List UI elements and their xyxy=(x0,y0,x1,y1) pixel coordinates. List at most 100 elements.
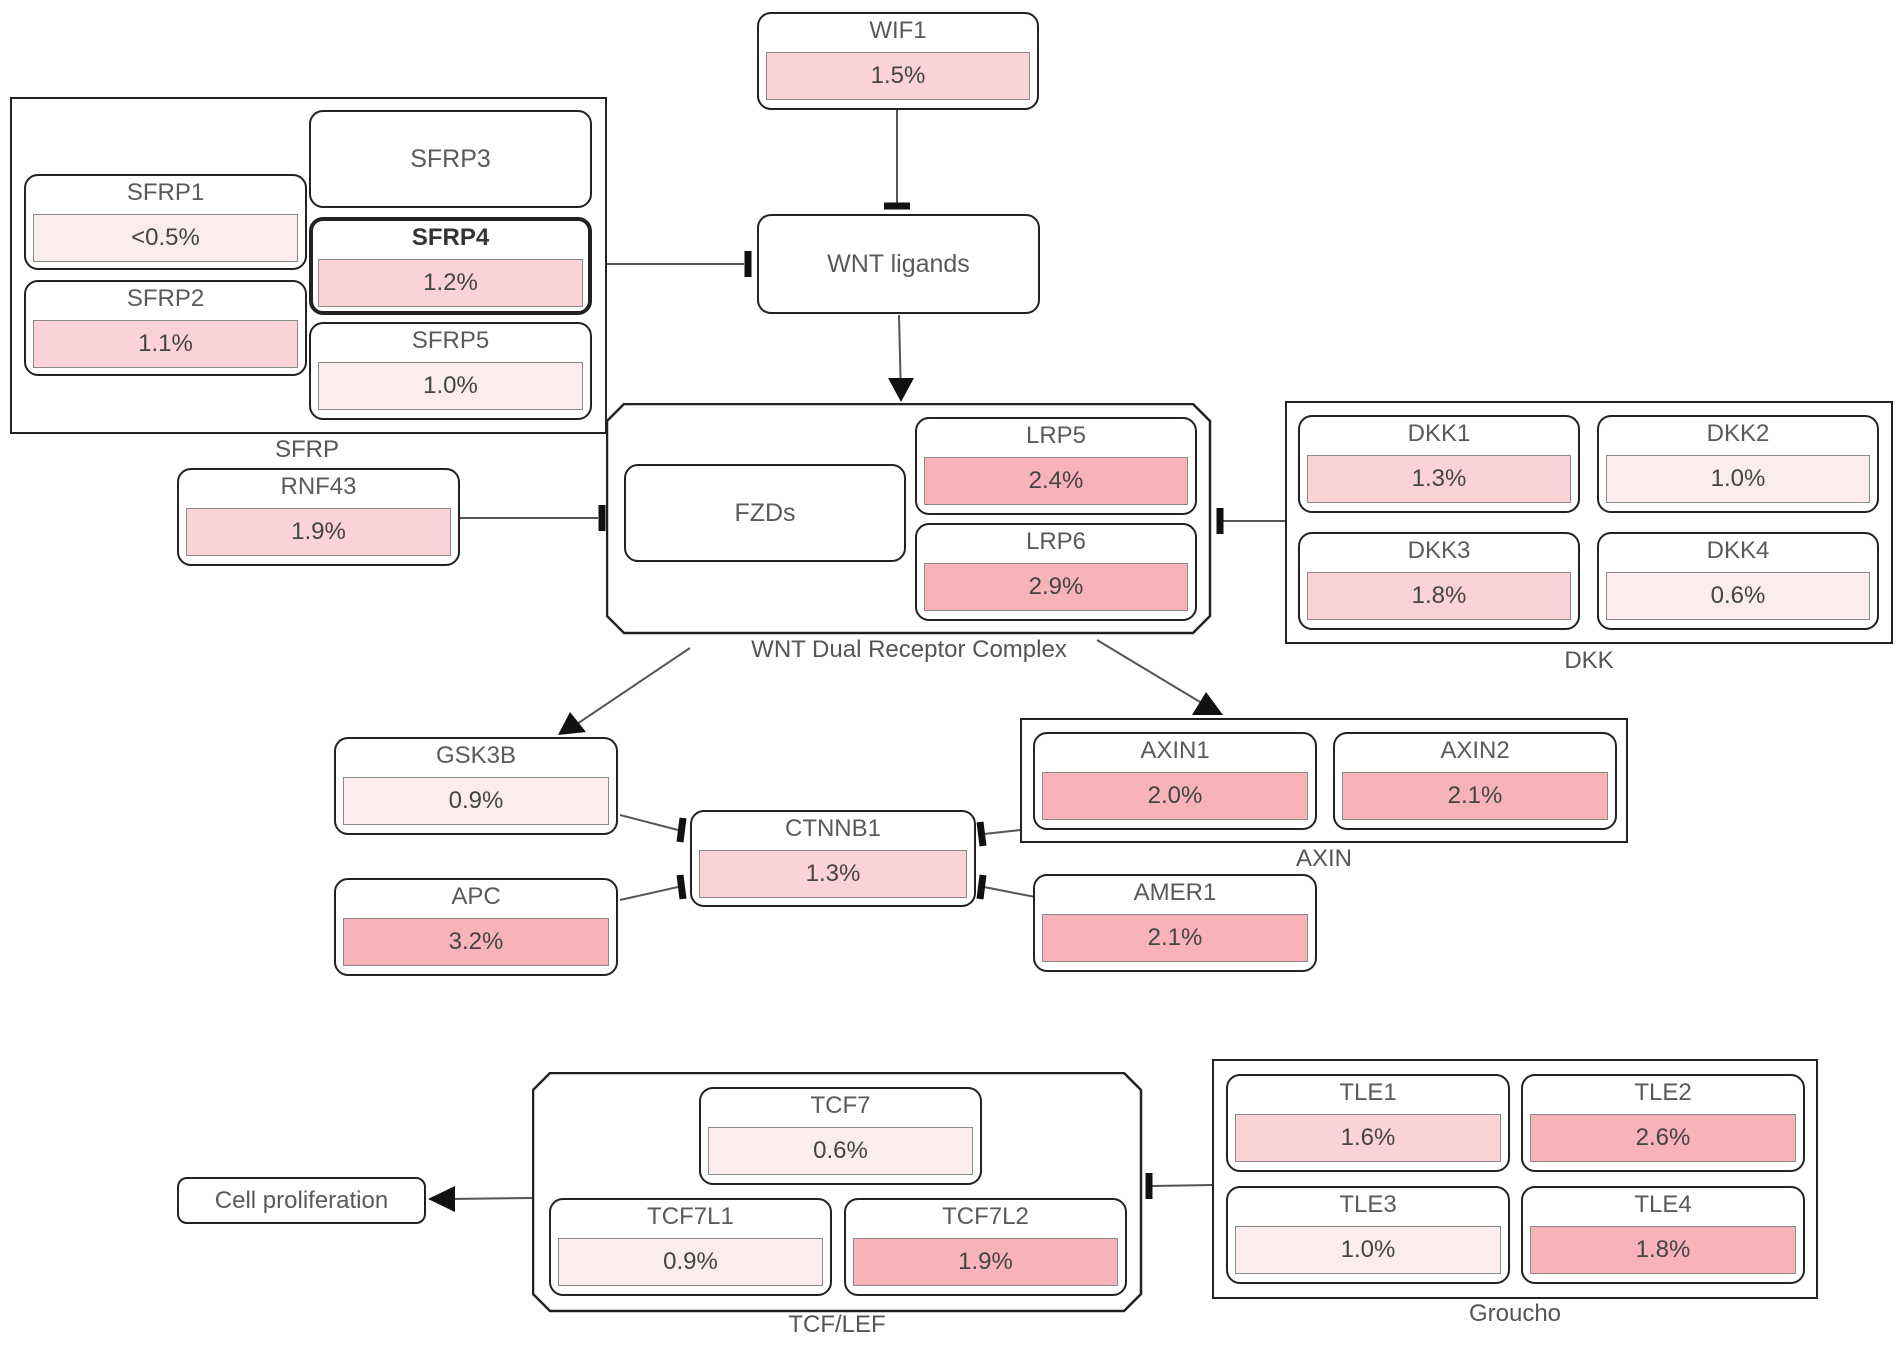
label-sfrp1: SFRP1 xyxy=(126,179,205,206)
group-label-sfrp: SFRP xyxy=(274,436,340,463)
percent-tle3: 1.0% xyxy=(1235,1226,1501,1274)
percent-sfrp5: 1.0% xyxy=(318,362,583,410)
percent-axin2: 2.1% xyxy=(1342,772,1608,820)
label-wif1: WIF1 xyxy=(869,17,927,44)
node-wnt[interactable]: WNT ligands xyxy=(757,214,1040,314)
node-axin1[interactable]: AXIN1 2.0% xyxy=(1033,732,1317,830)
link-gsk3b-ctnnb1 xyxy=(619,814,679,831)
node-tcf7[interactable]: TCF7 0.6% xyxy=(699,1087,982,1185)
arrow-receptor xyxy=(888,378,914,402)
percent-gsk3b: 0.9% xyxy=(343,777,609,825)
label-tcf7l1: TCF7L1 xyxy=(647,1203,734,1230)
node-amer1[interactable]: AMER1 2.1% xyxy=(1033,874,1317,972)
label-tcf7l2: TCF7L2 xyxy=(942,1203,1029,1230)
percent-rnf43: 1.9% xyxy=(186,508,451,556)
label-ctnnb1: CTNNB1 xyxy=(784,815,881,842)
percent-lrp6: 2.9% xyxy=(924,563,1188,611)
group-receptor-complex xyxy=(606,403,1212,635)
arrow-axin xyxy=(1192,692,1223,715)
node-apc[interactable]: APC 3.2% xyxy=(334,878,618,976)
label-sfrp3: SFRP3 xyxy=(410,144,491,173)
group-label-axin: AXIN xyxy=(1295,845,1353,872)
label-cellprol: Cell proliferation xyxy=(214,1186,389,1214)
node-lrp6[interactable]: LRP6 2.9% xyxy=(915,523,1197,621)
percent-ctnnb1: 1.3% xyxy=(699,850,967,898)
label-tle4: TLE4 xyxy=(1634,1191,1692,1218)
label-tle3: TLE3 xyxy=(1339,1191,1397,1218)
label-apc: APC xyxy=(451,883,501,910)
label-axin2: AXIN2 xyxy=(1440,737,1510,764)
percent-wif1: 1.5% xyxy=(766,52,1030,100)
link-groucho-tcf xyxy=(1151,1184,1213,1187)
label-sfrp4: SFRP4 xyxy=(411,224,490,251)
percent-lrp5: 2.4% xyxy=(924,457,1188,505)
node-axin2[interactable]: AXIN2 2.1% xyxy=(1333,732,1617,830)
node-dkk4[interactable]: DKK4 0.6% xyxy=(1597,532,1879,630)
group-axin xyxy=(1020,718,1628,843)
label-axin1: AXIN1 xyxy=(1140,737,1210,764)
label-dkk3: DKK3 xyxy=(1407,537,1471,564)
node-tle2[interactable]: TLE2 2.6% xyxy=(1521,1074,1805,1172)
link-amer1-ctnnb1 xyxy=(983,886,1036,898)
percent-dkk2: 1.0% xyxy=(1606,455,1870,503)
node-sfrp1[interactable]: SFRP1 <0.5% xyxy=(24,174,307,270)
group-label-tcflef: TCF/LEF xyxy=(788,1311,886,1338)
label-sfrp5: SFRP5 xyxy=(411,327,490,354)
percent-tle2: 2.6% xyxy=(1530,1114,1796,1162)
label-dkk4: DKK4 xyxy=(1706,537,1770,564)
link-receptor-gsk3b xyxy=(567,647,691,731)
label-lrp6: LRP6 xyxy=(1025,528,1087,555)
node-tle3[interactable]: TLE3 1.0% xyxy=(1226,1186,1510,1284)
label-tle2: TLE2 xyxy=(1634,1079,1692,1106)
group-label-groucho: Groucho xyxy=(1468,1300,1562,1327)
node-sfrp3[interactable]: SFRP3 xyxy=(309,110,592,208)
label-tle1: TLE1 xyxy=(1339,1079,1397,1106)
label-sfrp2: SFRP2 xyxy=(126,285,205,312)
node-sfrp5[interactable]: SFRP5 1.0% xyxy=(309,322,592,420)
label-wnt: WNT ligands xyxy=(827,249,970,278)
node-cellprol[interactable]: Cell proliferation xyxy=(177,1177,426,1224)
node-ctnnb1[interactable]: CTNNB1 1.3% xyxy=(690,810,976,907)
inhibit-bar-ctnnb1-tl xyxy=(676,817,687,843)
node-fzds[interactable]: FZDs xyxy=(624,464,906,562)
link-receptor-axin xyxy=(1096,639,1206,706)
percent-axin1: 2.0% xyxy=(1042,772,1308,820)
inhibit-bar-ctnnb1-tr xyxy=(976,821,987,847)
label-amer1: AMER1 xyxy=(1133,879,1217,906)
node-tle1[interactable]: TLE1 1.6% xyxy=(1226,1074,1510,1172)
percent-amer1: 2.1% xyxy=(1042,914,1308,962)
inhibit-bar-ctnnb1-br xyxy=(976,874,987,900)
percent-dkk1: 1.3% xyxy=(1307,455,1571,503)
label-rnf43: RNF43 xyxy=(280,473,357,500)
group-label-dkk: DKK xyxy=(1564,647,1614,674)
label-lrp5: LRP5 xyxy=(1025,422,1087,449)
percent-tle4: 1.8% xyxy=(1530,1226,1796,1274)
node-tcf7l2[interactable]: TCF7L2 1.9% xyxy=(844,1198,1127,1296)
percent-tcf7: 0.6% xyxy=(708,1127,973,1175)
percent-sfrp1: <0.5% xyxy=(33,214,298,262)
group-sfrp xyxy=(10,97,607,434)
label-fzds: FZDs xyxy=(734,498,796,527)
label-tcf7: TCF7 xyxy=(810,1092,871,1119)
percent-apc: 3.2% xyxy=(343,918,609,966)
node-tle4[interactable]: TLE4 1.8% xyxy=(1521,1186,1805,1284)
group-groucho xyxy=(1212,1059,1818,1299)
link-apc-ctnnb1 xyxy=(619,886,679,901)
node-lrp5[interactable]: LRP5 2.4% xyxy=(915,417,1197,515)
percent-tle1: 1.6% xyxy=(1235,1114,1501,1162)
arrow-gsk3b xyxy=(558,712,586,735)
percent-tcf7l2: 1.9% xyxy=(853,1238,1118,1286)
group-label-receptor: WNT Dual Receptor Complex xyxy=(751,636,1067,663)
percent-dkk4: 0.6% xyxy=(1606,572,1870,620)
node-wif1[interactable]: WIF1 1.5% xyxy=(757,12,1039,110)
node-rnf43[interactable]: RNF43 1.9% xyxy=(177,468,460,566)
link-axin-ctnnb1 xyxy=(983,829,1021,835)
